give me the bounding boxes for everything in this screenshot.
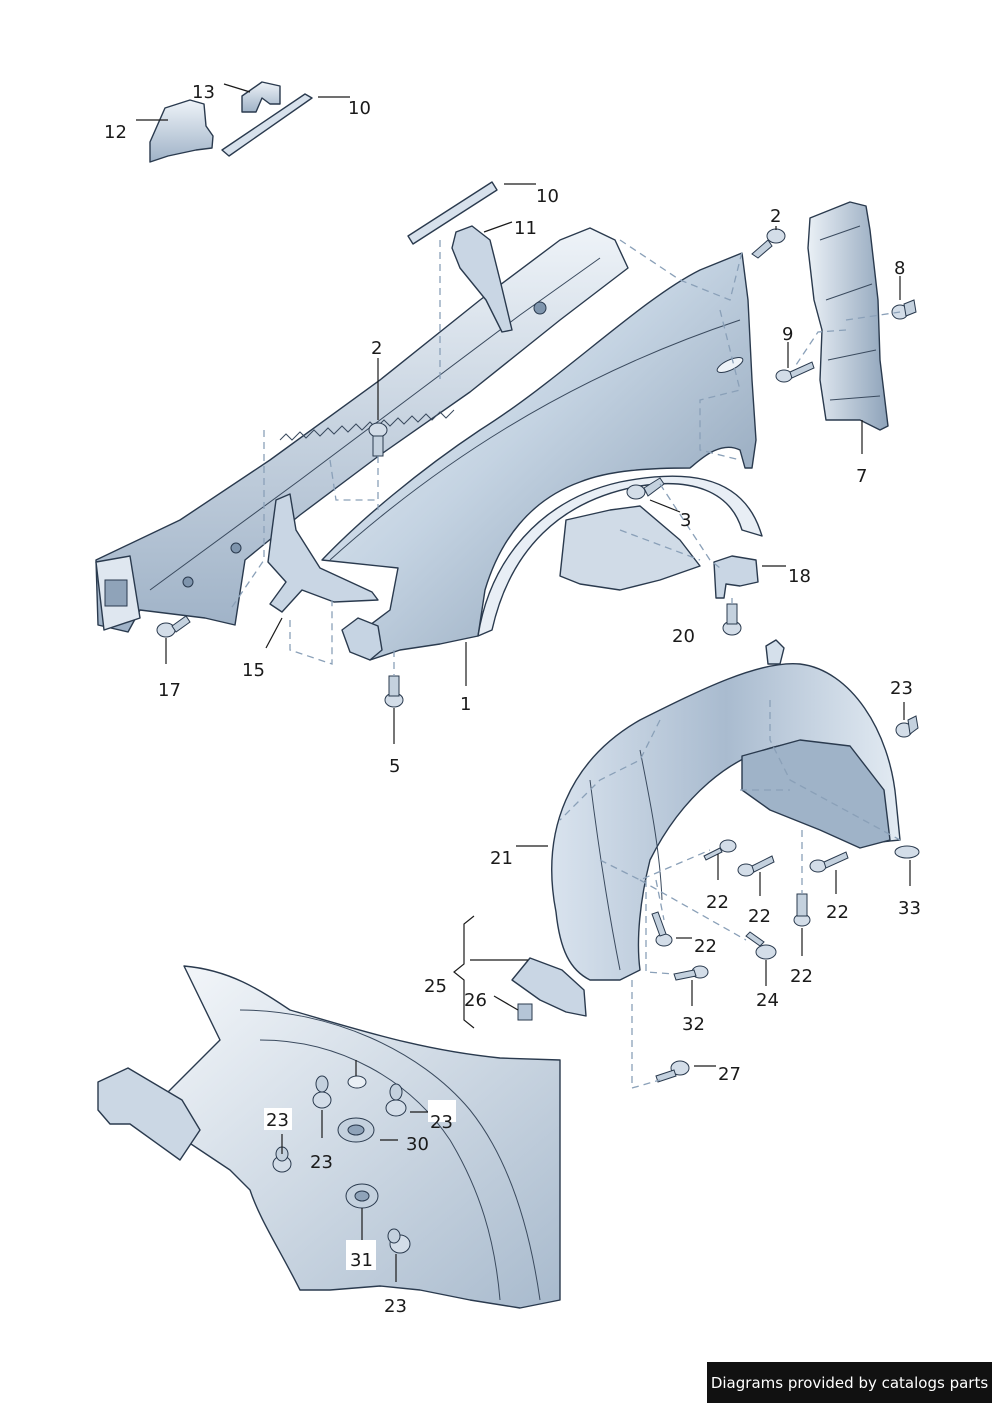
part-5-bolt (384, 675, 404, 708)
part-2-bolt-upper (751, 228, 786, 259)
fender-side-marker (716, 357, 744, 373)
callout-12: 12 (104, 122, 127, 143)
callout-9: 9 (782, 324, 793, 345)
callout-leaders (136, 83, 911, 1282)
body-grommet-seat (347, 1075, 367, 1089)
callout-10-mid: 10 (536, 186, 559, 207)
part-30-grommet (337, 1117, 375, 1143)
apron-notches (279, 409, 455, 441)
body-detail-rail (97, 1067, 201, 1161)
part-24-rivet (745, 931, 777, 960)
part-7-detail (819, 225, 881, 401)
part-15-bracket (267, 493, 379, 613)
callout-1: 1 (460, 694, 471, 715)
part-32-screw (673, 965, 709, 981)
callout-20: 20 (672, 626, 695, 647)
fender-wheelarch-edge (477, 475, 763, 637)
callout-15: 15 (242, 660, 265, 681)
label-bg-31 (346, 1240, 376, 1270)
fender-front-bracket (341, 617, 383, 661)
callout-32: 32 (682, 1014, 705, 1035)
callout-2-upper: 2 (770, 206, 781, 227)
callout-5: 5 (389, 756, 400, 777)
part-20-bolt (722, 603, 742, 636)
callout-25: 25 (424, 976, 447, 997)
callout-13: 13 (192, 82, 215, 103)
callout-7: 7 (856, 466, 867, 487)
part-13-clip (241, 81, 281, 113)
label-bg-23-left (264, 1108, 292, 1130)
apron-hole-1 (533, 301, 547, 315)
part-23-clip-body-1 (312, 1075, 332, 1109)
fender-crease (329, 319, 741, 561)
apron-hole-2 (230, 542, 242, 554)
inner-wheelhouse-patch (559, 505, 701, 591)
part-10-strip-upper (221, 93, 313, 157)
callout-23-body-left: 23 (266, 1110, 289, 1131)
part-22-screw-5 (651, 911, 673, 947)
part-22-screw-3 (809, 851, 849, 873)
body-detail-arch-lines (239, 1009, 541, 1301)
callout-8: 8 (894, 258, 905, 279)
diagram-credit: Diagrams provided by catalogs parts (707, 1362, 992, 1403)
label-bg-23-right (428, 1100, 456, 1122)
part-12-bracket (149, 99, 214, 163)
part-11-gusset (451, 225, 513, 333)
callout-11: 11 (514, 218, 537, 239)
callout-22-b: 22 (748, 906, 771, 927)
callout-22-e: 22 (790, 966, 813, 987)
part-23-clip-body-2 (385, 1083, 407, 1117)
callout-23-body-mid: 23 (310, 1152, 333, 1173)
liner-top-boss (765, 639, 785, 665)
callout-18: 18 (788, 566, 811, 587)
part-3-bolt (626, 477, 665, 500)
callout-10-top: 10 (348, 98, 371, 119)
callout-24: 24 (756, 990, 779, 1011)
callout-23-liner: 23 (890, 678, 913, 699)
callout-31: 31 (350, 1250, 373, 1271)
part-27-screw (655, 1060, 690, 1083)
part-9-screw (775, 361, 815, 383)
part-31-grommet (345, 1183, 379, 1209)
callout-22-c: 22 (826, 902, 849, 923)
callout-17: 17 (158, 680, 181, 701)
callout-23-body-bottom: 23 (384, 1296, 407, 1317)
apron-hole-3 (182, 576, 194, 588)
callout-33: 33 (898, 898, 921, 919)
part-17-bolt (156, 615, 191, 638)
part-10-strip-lower (407, 181, 498, 245)
part-33-washer (894, 845, 920, 859)
part-2-bolt-center (368, 422, 388, 457)
callout-2-center: 2 (371, 338, 382, 359)
part-26-nut (517, 1003, 533, 1021)
part-25-bracket (511, 957, 587, 1017)
part-18-bracket (713, 555, 759, 599)
callout-27: 27 (718, 1064, 741, 1085)
assembly-guide-lines (229, 239, 901, 1089)
callout-23-body-right: 23 (430, 1112, 453, 1133)
callout-3: 3 (680, 510, 691, 531)
part-7-panel (807, 201, 889, 431)
callout-22-a: 22 (706, 892, 729, 913)
part-22-screw-1 (703, 839, 737, 861)
part-22-screw-4 (793, 893, 811, 927)
apron-rib (149, 257, 601, 591)
part-23-clip-body-4 (387, 1228, 411, 1254)
part-8-clip (891, 299, 917, 320)
apron-flange-hole (104, 579, 128, 607)
part-22-screw-2 (737, 855, 775, 877)
part-23-clip-liner (895, 715, 919, 738)
callout-21: 21 (490, 848, 513, 869)
callout-22-d: 22 (694, 936, 717, 957)
callout-26: 26 (464, 990, 487, 1011)
callout-30: 30 (406, 1134, 429, 1155)
liner-ribs (589, 749, 663, 971)
